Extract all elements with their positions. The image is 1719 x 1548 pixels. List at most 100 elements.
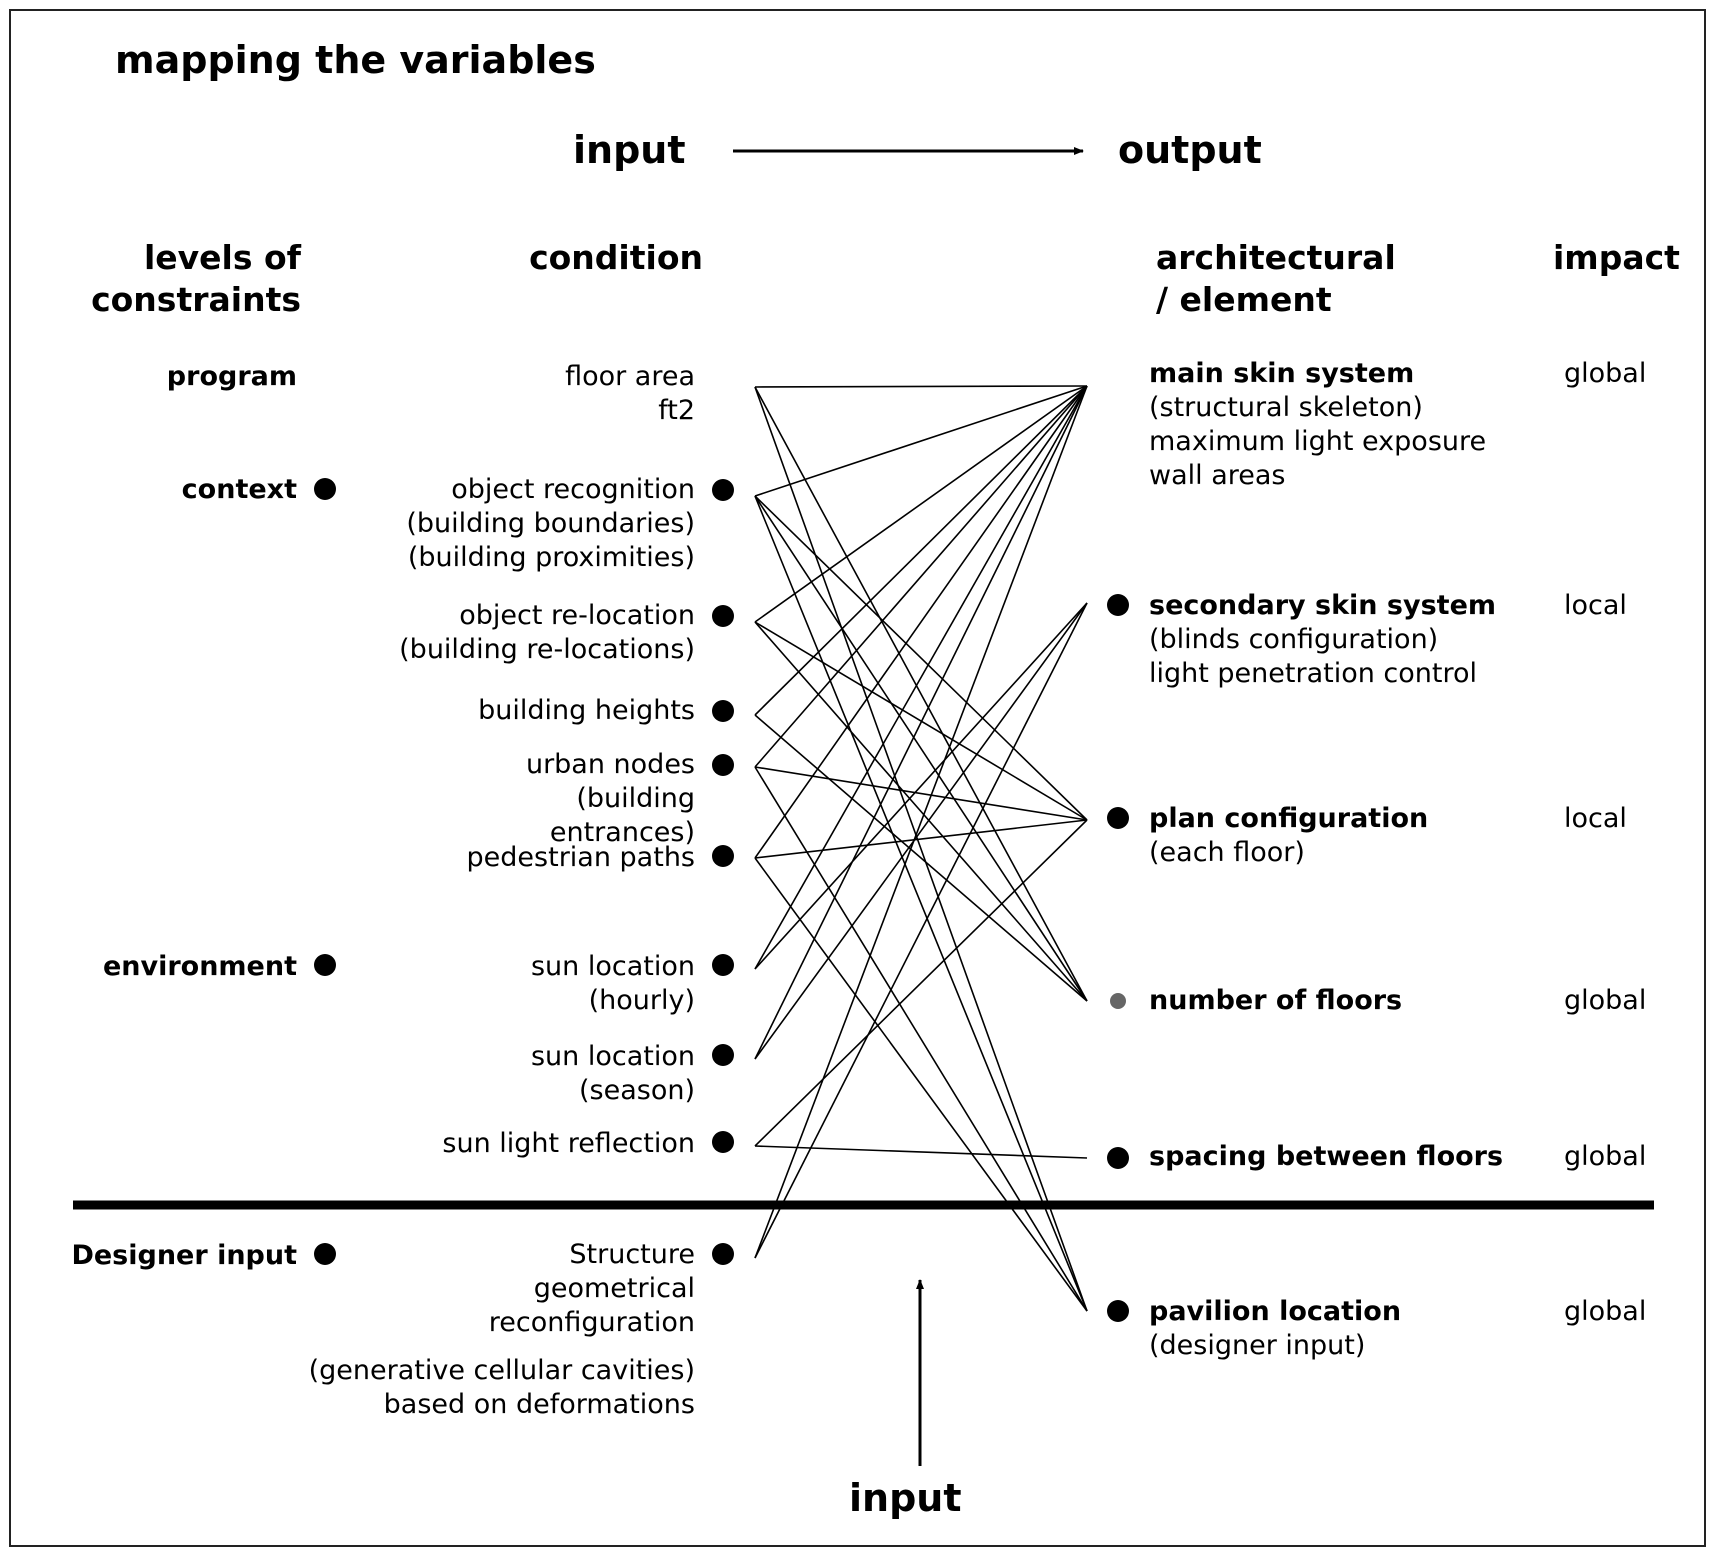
diagram-frame bbox=[9, 9, 1706, 1547]
level-environment: environment bbox=[102, 951, 297, 982]
element-spacing-between-floors-dot bbox=[1107, 1147, 1129, 1169]
condition-object-relocation-dot bbox=[712, 605, 734, 627]
condition-object-relocation: object re-location (building re-location… bbox=[399, 599, 695, 667]
link-c5-e3 bbox=[754, 766, 1088, 821]
condition-line: (hourly) bbox=[588, 985, 695, 1016]
link-c7-e1 bbox=[754, 385, 1088, 970]
condition-line: (building bbox=[576, 783, 695, 814]
condition-sun-location-season: sun location (season) bbox=[531, 1040, 695, 1108]
level-designer-input-dot bbox=[314, 1243, 336, 1265]
link-c10-e1 bbox=[754, 385, 1088, 1259]
link-c2-e3 bbox=[754, 495, 1088, 821]
link-c6-e3 bbox=[754, 819, 1088, 859]
output-label: output bbox=[1118, 128, 1262, 172]
link-c4-e1 bbox=[754, 385, 1088, 716]
condition-line: sun location bbox=[530, 1041, 695, 1072]
condition-floor-area: floor area ft2 bbox=[565, 360, 695, 428]
element-detail: (each floor) bbox=[1149, 837, 1305, 868]
condition-urban-nodes-dot bbox=[712, 754, 734, 776]
impact-plan-configuration: local bbox=[1564, 803, 1627, 834]
element-number-of-floors-dot bbox=[1110, 993, 1126, 1009]
link-c1-e4 bbox=[754, 386, 1088, 1002]
condition-object-recognition: object recognition (building boundaries)… bbox=[406, 473, 695, 575]
levels-header: levels of constraints bbox=[91, 237, 301, 321]
link-c2-e1 bbox=[754, 385, 1088, 497]
condition-line: (building proximities) bbox=[407, 542, 695, 573]
element-name: main skin system bbox=[1149, 358, 1415, 389]
element-detail: maximum light exposure bbox=[1149, 426, 1487, 457]
element-detail: (structural skeleton) bbox=[1149, 392, 1423, 423]
level-context-dot bbox=[314, 478, 336, 500]
link-c1-e6 bbox=[754, 386, 1088, 1312]
bottom-input-label: input bbox=[849, 1476, 962, 1520]
impact-secondary-skin: local bbox=[1564, 590, 1627, 621]
element-name: pavilion location bbox=[1149, 1296, 1402, 1327]
condition-urban-nodes: urban nodes (building entrances) bbox=[526, 748, 695, 850]
condition-line: (generative cellular cavities) bbox=[308, 1355, 695, 1386]
condition-pedestrian-paths: pedestrian paths bbox=[466, 842, 695, 873]
condition-sun-location-hourly: sun location (hourly) bbox=[531, 950, 695, 1018]
link-c8-e2 bbox=[754, 602, 1088, 1060]
condition-line: object recognition bbox=[451, 474, 695, 505]
element-header-line: architectural bbox=[1156, 238, 1396, 277]
level-designer-input: Designer input bbox=[71, 1240, 297, 1271]
element-main-skin: main skin system (structural skeleton) m… bbox=[1149, 357, 1486, 493]
condition-pedestrian-paths-dot bbox=[712, 845, 734, 867]
link-c8-e1 bbox=[754, 385, 1088, 1060]
condition-line: (season) bbox=[579, 1075, 695, 1106]
condition-sun-location-hourly-dot bbox=[712, 954, 734, 976]
link-c3-e1 bbox=[754, 385, 1088, 623]
link-c9-e3 bbox=[754, 819, 1088, 1147]
element-name: secondary skin system bbox=[1149, 590, 1497, 621]
condition-line: based on deformations bbox=[383, 1389, 695, 1420]
condition-building-heights: building heights bbox=[478, 695, 695, 726]
element-secondary-skin: secondary skin system (blinds configurat… bbox=[1149, 589, 1496, 691]
link-c5-e6 bbox=[754, 766, 1088, 1312]
condition-building-heights-dot bbox=[712, 700, 734, 722]
link-c3-e4 bbox=[754, 621, 1088, 1002]
link-c1-e1 bbox=[754, 385, 1088, 388]
level-context: context bbox=[181, 474, 297, 505]
link-c10-e2 bbox=[754, 602, 1088, 1259]
element-detail: wall areas bbox=[1149, 460, 1286, 491]
condition-line: ft2 bbox=[658, 395, 695, 426]
link-c2-e4 bbox=[754, 495, 1088, 1002]
element-secondary-skin-dot bbox=[1107, 594, 1129, 616]
link-c7-e2 bbox=[754, 602, 1088, 970]
element-spacing-between-floors: spacing between floors bbox=[1149, 1141, 1504, 1172]
input-label: input bbox=[573, 128, 686, 172]
element-detail: (designer input) bbox=[1149, 1330, 1366, 1361]
condition-sun-light-reflection: sun light reflection bbox=[442, 1128, 695, 1159]
condition-line: urban nodes bbox=[525, 749, 695, 780]
condition-line: Structure bbox=[569, 1239, 695, 1270]
condition-object-recognition-dot bbox=[712, 479, 734, 501]
link-c2-e6 bbox=[754, 495, 1088, 1312]
condition-line: reconfiguration bbox=[488, 1307, 695, 1338]
element-number-of-floors: number of floors bbox=[1149, 985, 1403, 1016]
condition-header: condition bbox=[529, 238, 703, 277]
condition-structure-dot bbox=[712, 1243, 734, 1265]
levels-header-line: constraints bbox=[91, 280, 301, 319]
condition-line: object re-location bbox=[459, 600, 695, 631]
condition-line: entrances) bbox=[549, 817, 695, 848]
link-c6-e1 bbox=[754, 385, 1088, 859]
element-plan-configuration-dot bbox=[1107, 807, 1129, 829]
element-name: plan configuration bbox=[1149, 803, 1429, 834]
impact-pavilion-location: global bbox=[1564, 1296, 1647, 1327]
impact-spacing-between-floors: global bbox=[1564, 1141, 1647, 1172]
condition-line: (building re-locations) bbox=[399, 634, 695, 665]
link-group bbox=[754, 385, 1088, 1312]
diagram-title: mapping the variables bbox=[115, 38, 596, 82]
link-c4-e4 bbox=[754, 714, 1088, 1002]
levels-header-line: levels of bbox=[143, 238, 301, 277]
condition-line: (building boundaries) bbox=[406, 508, 695, 539]
element-pavilion-location-dot bbox=[1107, 1300, 1129, 1322]
element-plan-configuration: plan configuration (each floor) bbox=[1149, 802, 1428, 870]
level-program: program bbox=[166, 361, 297, 392]
impact-number-of-floors: global bbox=[1564, 985, 1647, 1016]
level-environment-dot bbox=[314, 954, 336, 976]
element-detail: (blinds configuration) bbox=[1149, 624, 1439, 655]
condition-line: geometrical bbox=[533, 1273, 695, 1304]
link-c5-e1 bbox=[754, 385, 1088, 768]
